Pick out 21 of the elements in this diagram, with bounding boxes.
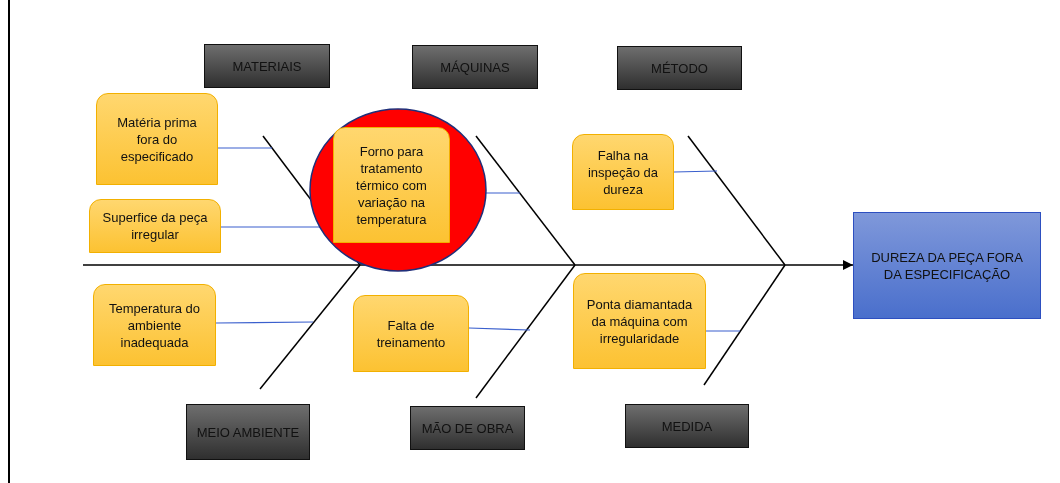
cause-box: Forno para tratamento térmico com variação na temperatura <box>333 127 450 243</box>
cause-box: Falta de treinamento <box>353 295 469 372</box>
spine-arrow <box>82 259 854 271</box>
leader-line <box>217 147 273 149</box>
cause-box: Temperatura do ambiente inadequada <box>93 284 216 366</box>
category-box: MEDIDA <box>625 404 749 448</box>
cause-box: Ponta diamantada da máquina com irregularidade <box>573 273 706 369</box>
leader-line <box>705 330 741 332</box>
category-box: MÉTODO <box>617 46 742 90</box>
effect-box: DUREZA DA PEÇA FORA DA ESPECIFICAÇÃO <box>853 212 1041 319</box>
category-box: MÁQUINAS <box>412 45 538 89</box>
leader-line <box>215 321 314 324</box>
leader-line <box>468 327 531 331</box>
cause-box: Superfice da peça irregular <box>89 199 221 253</box>
category-box: MATERIAIS <box>204 44 330 88</box>
category-box: MÃO DE OBRA <box>410 406 525 450</box>
leader-line <box>673 170 718 173</box>
highlight-circle <box>309 108 487 272</box>
cause-box: Falha na inspeção da dureza <box>572 134 674 210</box>
category-box: MEIO AMBIENTE <box>186 404 310 460</box>
cause-box: Matéria prima fora do especificado <box>96 93 218 185</box>
